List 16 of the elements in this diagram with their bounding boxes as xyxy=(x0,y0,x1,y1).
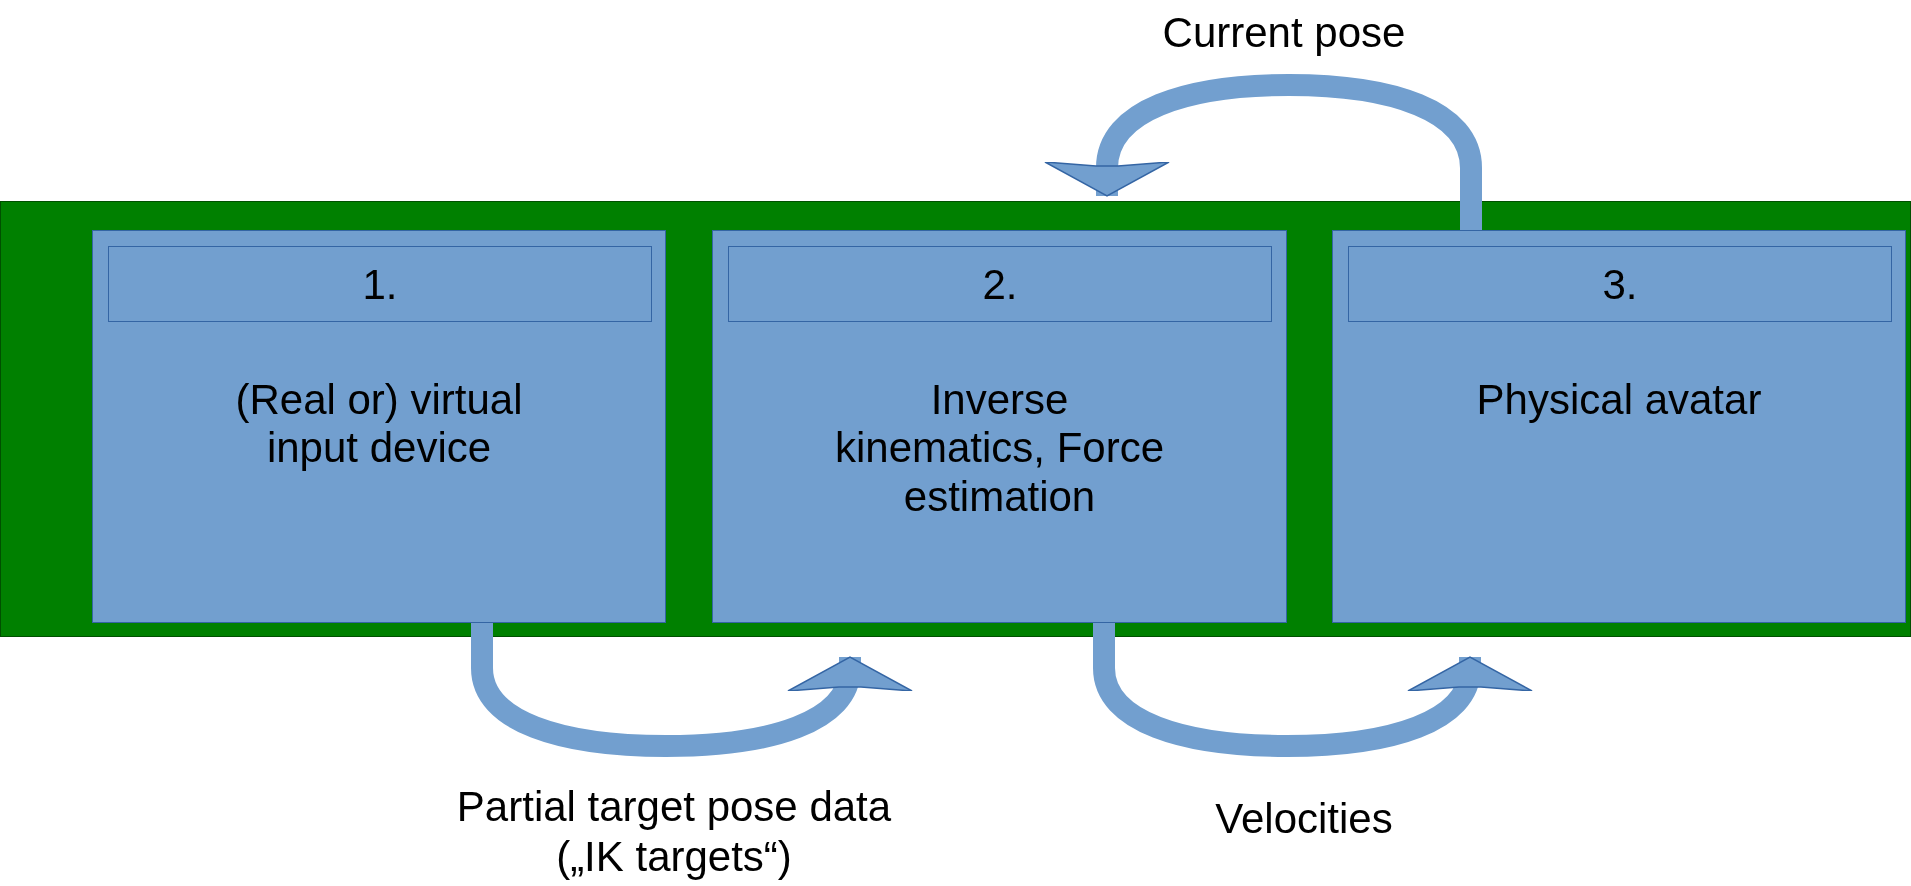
process-box xyxy=(92,230,666,623)
edge-label: Partial target pose data („IK targets“) xyxy=(455,782,893,883)
step-number: 2. xyxy=(981,261,1019,310)
step-header xyxy=(108,246,652,322)
box-label: Inverse kinematics, Force estimation xyxy=(833,376,1166,521)
edge-label: Velocities xyxy=(1214,794,1394,844)
step-header xyxy=(1348,246,1892,322)
step-number: 3. xyxy=(1601,261,1639,310)
box-label: (Real or) virtual input device xyxy=(234,376,524,473)
step-number: 1. xyxy=(361,261,399,310)
group-band xyxy=(0,201,1911,637)
process-box xyxy=(712,230,1287,623)
step-header xyxy=(728,246,1272,322)
process-box xyxy=(1332,230,1906,623)
box-label: Physical avatar xyxy=(1475,376,1763,425)
edge-label: Current pose xyxy=(1161,8,1407,58)
